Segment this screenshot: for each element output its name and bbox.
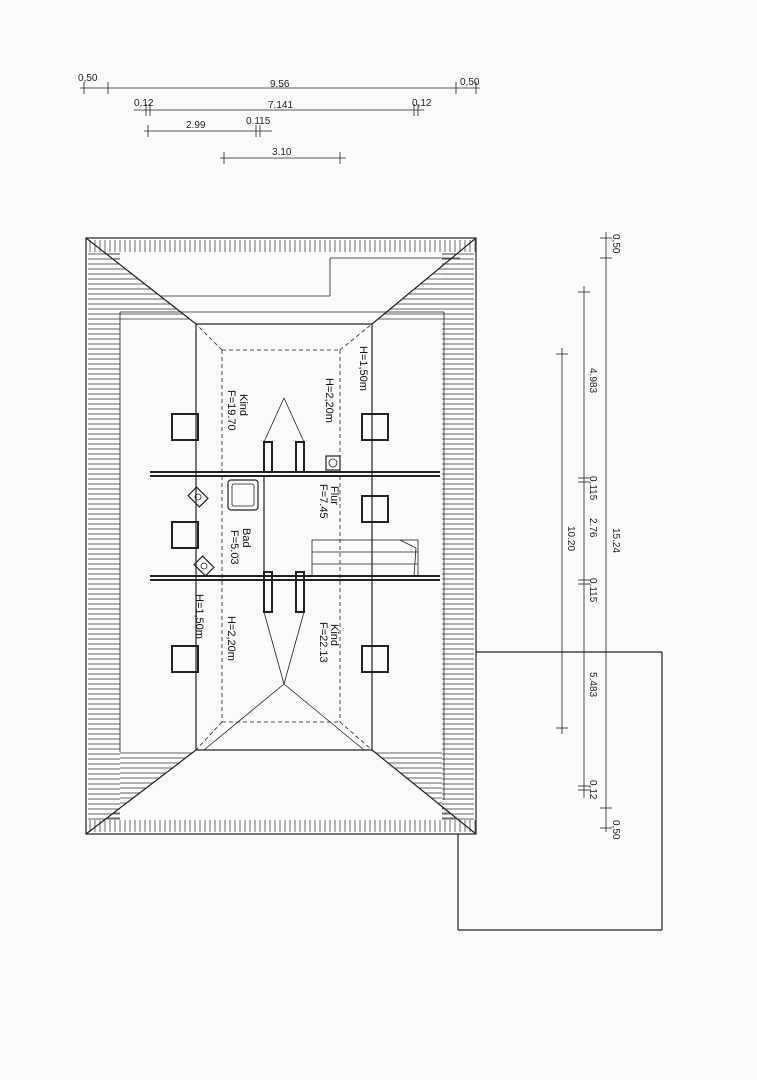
room-name-bad: Bad — [240, 528, 252, 548]
dim-right-wall-1: 0.115 — [587, 476, 598, 501]
skylight-window — [171, 645, 199, 673]
toilet-icon — [193, 555, 215, 577]
overlay-frame — [457, 651, 663, 931]
room-name-kind-left: Kind — [237, 394, 249, 416]
dim-right-total-depth: 15.24 — [610, 528, 621, 553]
dim-top-right-wall: 0,12 — [412, 98, 432, 109]
chimney-icon — [325, 455, 341, 471]
room-area-kind-left: F=19.70 — [225, 390, 237, 431]
skylight-window — [361, 413, 389, 441]
dim-right-top-overhang: 0,50 — [610, 234, 621, 254]
height-label-top-inner: H=2,20m — [323, 378, 335, 423]
dim-right-end-wall: 0,12 — [587, 780, 598, 800]
room-labels: H=1,50m H=2,20m Kind F=19.70 Flur F=7.45… — [193, 346, 369, 663]
skylight-window — [361, 495, 389, 523]
staircase — [311, 539, 419, 577]
dim-top-corridor-width: 3.10 — [272, 147, 292, 158]
dim-right-room2-depth: 5.483 — [587, 672, 598, 697]
right-dimensions: 0,50 15.24 0,50 4.983 0.115 2.76 0.115 5… — [556, 232, 621, 840]
height-label-bottom-outer: H=1,50m — [193, 594, 205, 639]
height-label-bottom-inner: H=2,20m — [225, 616, 237, 661]
room-area-flur: F=7.45 — [317, 484, 329, 519]
roof — [85, 237, 477, 835]
dim-top-room-width: 2.99 — [186, 120, 206, 131]
dim-top-left-wall: 0,12 — [134, 98, 154, 109]
room-area-kind-right: F=22.13 — [317, 622, 329, 663]
skylight-window — [361, 645, 389, 673]
dim-top-left-overhang: 0,50 — [78, 73, 98, 84]
dim-right-wall-2: 0.115 — [587, 578, 598, 603]
dim-right-room-depth: 4.983 — [587, 368, 598, 393]
shower-tray — [227, 479, 259, 511]
room-name-flur: Flur — [328, 486, 340, 505]
dim-right-corridor-depth: 2.76 — [587, 518, 598, 538]
interior-walls — [150, 323, 440, 751]
skylight-window — [171, 413, 199, 441]
dim-right-inner-depth: 10.20 — [565, 526, 576, 551]
skylights — [171, 413, 389, 673]
height-label-top-outer: H=1,50m — [357, 346, 369, 391]
roof-tile-hatching — [88, 240, 476, 832]
skylight-window — [171, 521, 199, 549]
room-name-kind-right: Kind — [328, 624, 340, 646]
dim-top-right-overhang: 0,50 — [460, 77, 480, 88]
top-dimensions: 0,50 9.56 0,50 0,12 7.141 0,12 2.99 0.11… — [78, 73, 480, 164]
washbasin-icon — [187, 486, 209, 508]
dim-right-bottom-overhang: 0,50 — [610, 820, 621, 840]
room-area-bad: F=5.03 — [228, 530, 240, 565]
dim-top-total-width: 9.56 — [270, 79, 290, 90]
dim-top-inner-width: 7.141 — [268, 100, 293, 111]
dim-top-inner-wall: 0.115 — [246, 116, 271, 127]
